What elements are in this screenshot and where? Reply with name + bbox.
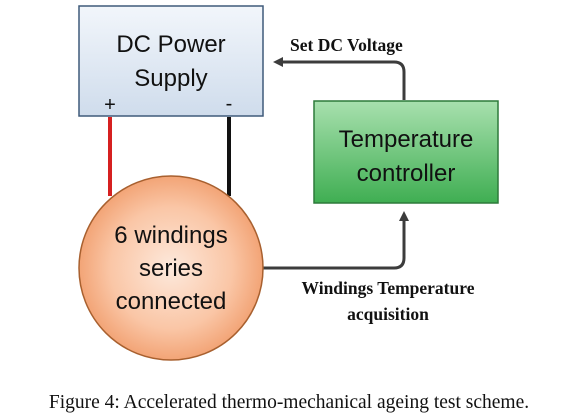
acquisition-label-line1: Windings Temperature [302, 278, 475, 298]
windings-label-line3: connected [116, 288, 227, 315]
positive-terminal-label: + [104, 94, 116, 116]
windings-circle [78, 175, 264, 361]
controller-label-line1: Temperature [339, 126, 474, 153]
windings-label-line2: series [139, 255, 203, 282]
windings-label-line1: 6 windings [114, 222, 227, 249]
acquisition-label-line2: acquisition [347, 304, 429, 324]
temperature-controller-box [313, 100, 499, 204]
figure-caption: Figure 4: Accelerated thermo-mechanical … [48, 392, 530, 413]
power-supply-label-line2: Supply [134, 65, 207, 92]
dc-power-supply-box [78, 5, 264, 117]
thermal-ageing-diagram: DC Power Supply + - Temperature controll… [78, 5, 499, 361]
temperature-acquisition-arrow [262, 211, 409, 270]
set-voltage-arrow [273, 57, 406, 100]
power-supply-label-line1: DC Power [116, 31, 225, 58]
negative-terminal-label: - [226, 93, 233, 115]
set-voltage-label: Set DC Voltage [290, 35, 403, 55]
controller-label-line2: controller [357, 160, 456, 187]
